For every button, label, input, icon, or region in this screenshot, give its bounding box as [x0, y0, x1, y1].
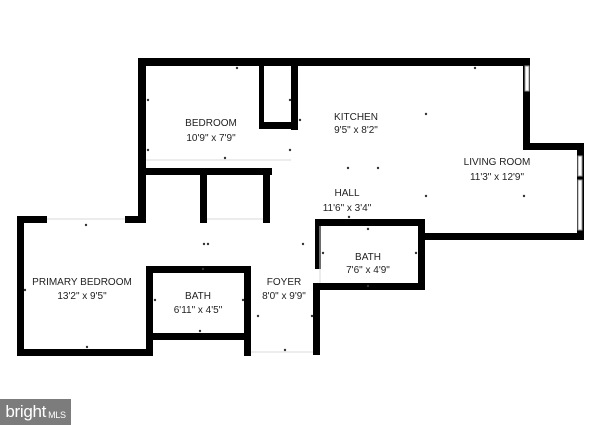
wall-bath-right-bottom	[315, 283, 425, 290]
room-dims-primary-bedroom: 13'2" x 9'5"	[57, 291, 107, 302]
room-dims-hall: 11'6" x 3'4"	[323, 203, 372, 214]
wall-primary-top	[17, 216, 47, 223]
room-name-bath-left: BATH	[185, 291, 211, 302]
room-name-primary-bedroom: PRIMARY BEDROOM	[32, 277, 132, 288]
room-dims-kitchen: 9'5" x 8'2"	[334, 125, 378, 136]
wall-closet-bottom-stub	[125, 216, 146, 223]
wall-top	[138, 58, 529, 66]
logo-suffix: MLS	[48, 409, 66, 420]
wall-bath-right-top	[315, 219, 425, 226]
wall-bath-left-right	[244, 266, 251, 356]
wall-bedroom-left	[138, 58, 146, 223]
room-dims-foyer: 8'0" x 9'9"	[262, 291, 306, 302]
wall-closet-bottom	[259, 122, 298, 129]
wall-foyer-right	[313, 283, 320, 355]
room-dims-bath-right: 7'6" x 4'9"	[346, 265, 390, 276]
wall-closet-a	[200, 168, 207, 223]
logo-brand: bright	[5, 402, 47, 421]
wall-primary-left	[17, 216, 24, 356]
window-kitchen	[524, 65, 530, 92]
wall-bath-left-left	[146, 266, 153, 356]
room-name-kitchen: KITCHEN	[334, 112, 378, 123]
room-dims-living-room: 11'3" x 12'9"	[470, 172, 525, 183]
wall-kitchen-divider	[291, 58, 298, 130]
wall-bath-right-right	[418, 219, 425, 289]
wall-bath-left-door-stub	[198, 266, 205, 273]
room-name-bath-right: BATH	[355, 252, 381, 263]
wall-living-step	[523, 143, 583, 150]
room-name-living-room: LIVING ROOM	[464, 157, 531, 168]
room-name-hall: HALL	[334, 188, 359, 199]
walls	[17, 58, 584, 356]
wall-primary-bottom	[17, 349, 153, 356]
measurement-ticks	[23, 66, 526, 352]
window-living-upper	[577, 155, 583, 177]
windows	[524, 65, 583, 231]
room-labels: BEDROOM 10'9" x 7'9" KITCHEN 9'5" x 8'2"…	[32, 112, 530, 316]
wall-bath-left-bottom	[146, 333, 251, 340]
room-dims-bedroom: 10'9" x 7'9"	[186, 133, 236, 144]
wall-bath-right-left	[315, 219, 321, 269]
room-dims-bath-left: 6'11" x 4'5"	[174, 305, 223, 316]
wall-living-bottom	[420, 233, 584, 240]
window-living-lower	[577, 179, 583, 231]
room-name-bedroom: BEDROOM	[185, 118, 237, 129]
wall-closet-b	[263, 168, 270, 223]
wall-closet-left	[259, 66, 264, 129]
openings	[47, 159, 321, 353]
room-name-foyer: FOYER	[267, 277, 301, 288]
wall-kitchen-right	[523, 58, 530, 150]
